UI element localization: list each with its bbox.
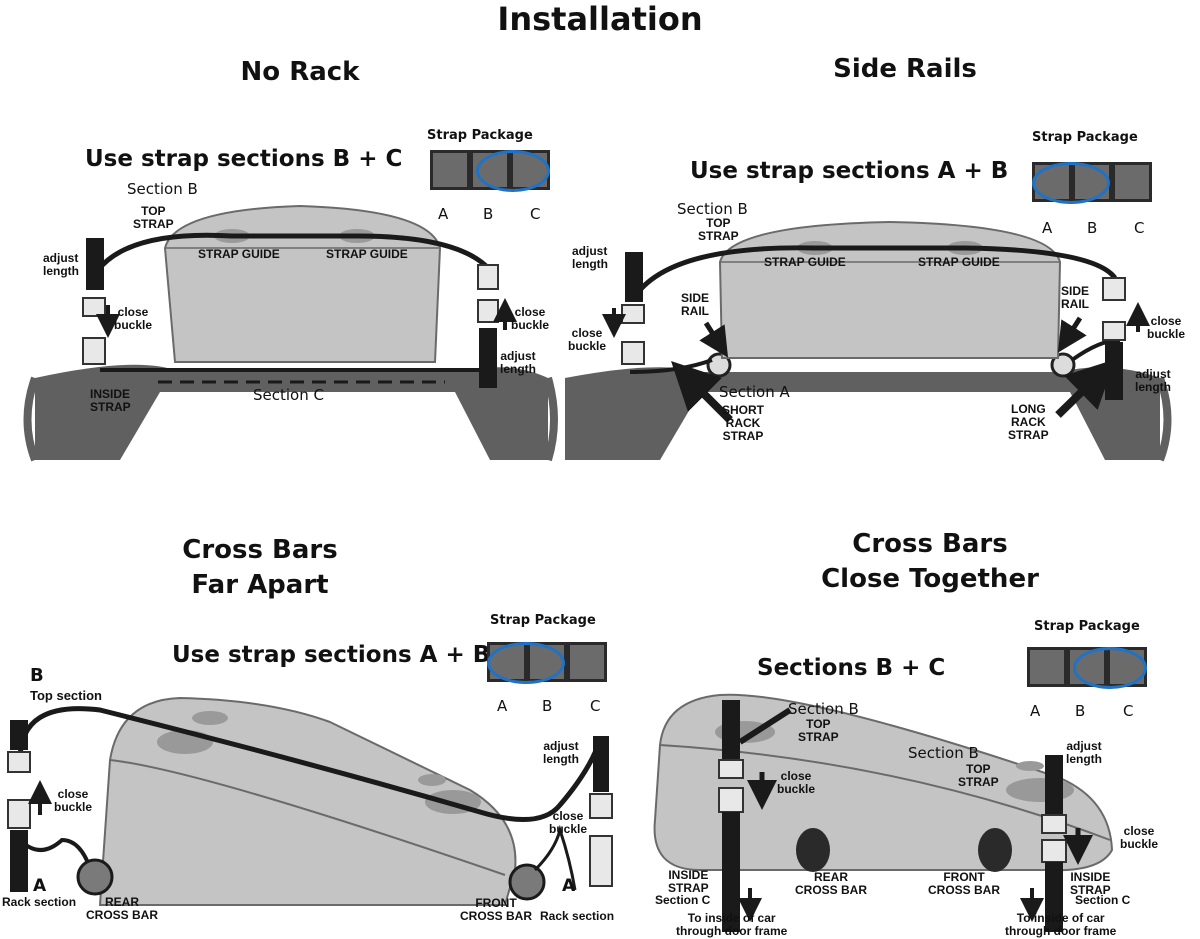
side-rails-short-rack-strap: SHORT RACK STRAP xyxy=(722,403,764,443)
side-rails-strap-guide-2: STRAP GUIDE xyxy=(918,255,1000,269)
no-rack-letter-b: B xyxy=(483,205,494,223)
close-together-use-text: Sections B + C xyxy=(757,655,946,681)
side-rails-strap-guide-1: STRAP GUIDE xyxy=(764,255,846,269)
far-apart-rear-cross-bar: REAR CROSS BAR xyxy=(86,895,159,922)
side-rails-package-title: Strap Package xyxy=(1032,130,1138,145)
highlight-oval-ab xyxy=(487,642,565,684)
no-rack-section-c: Section C xyxy=(253,386,324,404)
highlight-oval-ab xyxy=(1032,162,1110,204)
side-rails-letter-c: C xyxy=(1134,219,1145,237)
side-rails-letter-a: A xyxy=(1042,219,1053,237)
side-rails-adjust-left: adjust length xyxy=(572,244,608,271)
close-together-rear-cross-bar: REAR CROSS BAR xyxy=(795,870,868,897)
close-together-section-c-left: Section C xyxy=(655,893,711,907)
far-apart-a-left: A xyxy=(33,876,47,896)
no-rack-top-strap: TOP STRAP xyxy=(133,204,174,231)
far-apart-title-line-2: Far Apart xyxy=(191,570,329,600)
close-together-inside-strap-left: INSIDE STRAP xyxy=(668,868,709,895)
close-together-section-c-right: Section C xyxy=(1075,893,1131,907)
side-rails-section-a: Section A xyxy=(719,383,790,401)
no-rack-strap-guide-2: STRAP GUIDE xyxy=(326,247,408,261)
no-rack-adjust-right: adjust length xyxy=(500,349,536,376)
far-apart-a-right: A xyxy=(562,876,576,896)
close-together-strap-package-image xyxy=(1027,647,1147,689)
far-apart-use-text: Use strap sections A + B xyxy=(172,642,491,668)
side-rails-adjust-right: adjust length xyxy=(1135,367,1171,394)
no-rack-strap-package-image xyxy=(430,150,550,192)
side-rails-section-b: Section B xyxy=(677,200,748,218)
close-together-inside-strap-right: INSIDE STRAP xyxy=(1070,870,1111,897)
no-rack-adjust-left: adjust length xyxy=(43,251,79,278)
close-together-letter-a: A xyxy=(1030,702,1041,720)
side-rails-letter-b: B xyxy=(1087,219,1098,237)
far-apart-rack-section-right: Rack section xyxy=(540,909,615,923)
close-together-top-strap-1: TOP STRAP xyxy=(798,717,839,744)
close-together-section-b-2: Section B xyxy=(908,744,979,762)
close-together-close-right: close buckle xyxy=(1120,824,1159,851)
far-apart-adjust: adjust length xyxy=(543,739,579,766)
side-rails-top-strap: TOP STRAP xyxy=(698,216,739,243)
close-together-front-cross-bar: FRONT CROSS BAR xyxy=(928,870,1001,897)
side-rails-illustration xyxy=(565,220,1172,462)
no-rack-use-text: Use strap sections B + C xyxy=(85,146,403,172)
side-rails-close-left: close buckle xyxy=(568,326,607,353)
highlight-oval-bc xyxy=(1073,647,1147,689)
close-together-illustration xyxy=(653,693,1114,932)
far-apart-letter-b-pkg: B xyxy=(542,697,553,715)
side-rails-close-right: close buckle xyxy=(1147,314,1186,341)
highlight-oval-bc xyxy=(476,150,550,192)
close-together-inside-car-left: To inside of car through door frame xyxy=(676,911,788,938)
far-apart-letter-b: B xyxy=(30,665,44,686)
no-rack-illustration xyxy=(23,204,558,462)
far-apart-top-section: Top section xyxy=(30,688,102,703)
far-apart-package-title: Strap Package xyxy=(490,613,596,628)
close-together-letter-b: B xyxy=(1075,702,1086,720)
close-together-adjust: adjust length xyxy=(1066,739,1102,766)
no-rack-close-left: close buckle xyxy=(114,305,153,332)
no-rack-section-b: Section B xyxy=(127,180,198,198)
far-apart-front-cross-bar: FRONT CROSS BAR xyxy=(460,896,533,923)
far-apart-illustration xyxy=(7,696,613,906)
close-together-close-left: close buckle xyxy=(777,769,816,796)
far-apart-close-left: close buckle xyxy=(54,787,93,814)
no-rack-close-right: close buckle xyxy=(511,305,550,332)
no-rack-inside-strap: INSIDE STRAP xyxy=(90,387,131,414)
side-rails-strap-package-image xyxy=(1032,162,1152,204)
close-together-title-line-2: Close Together xyxy=(821,564,1039,594)
far-apart-strap-package-image xyxy=(487,642,607,684)
close-together-section-b-1: Section B xyxy=(788,700,859,718)
side-rails-side-rail-left: SIDE RAIL xyxy=(681,291,710,318)
close-together-title-line-1: Cross Bars xyxy=(852,529,1008,559)
close-together-package-title: Strap Package xyxy=(1034,619,1140,634)
side-rails-title: Side Rails xyxy=(833,54,977,84)
no-rack-title: No Rack xyxy=(240,57,360,87)
no-rack-letter-a: A xyxy=(438,205,449,223)
no-rack-letter-c: C xyxy=(530,205,541,223)
side-rails-use-text: Use strap sections A + B xyxy=(690,158,1009,184)
close-together-letter-c: C xyxy=(1123,702,1134,720)
far-apart-close-right: close buckle xyxy=(549,809,588,836)
far-apart-rack-section-left: Rack section xyxy=(2,895,77,909)
page-title: Installation xyxy=(497,0,703,38)
no-rack-strap-guide-1: STRAP GUIDE xyxy=(198,247,280,261)
far-apart-letter-c: C xyxy=(590,697,601,715)
far-apart-letter-a: A xyxy=(497,697,508,715)
side-rails-side-rail-right: SIDE RAIL xyxy=(1061,284,1090,311)
far-apart-title-line-1: Cross Bars xyxy=(182,535,338,565)
no-rack-package-title: Strap Package xyxy=(427,128,533,143)
side-rails-long-rack-strap: LONG RACK STRAP xyxy=(1008,402,1049,442)
close-together-inside-car-right: To inside of car through door frame xyxy=(1005,911,1117,938)
close-together-top-strap-2: TOP STRAP xyxy=(958,762,999,789)
